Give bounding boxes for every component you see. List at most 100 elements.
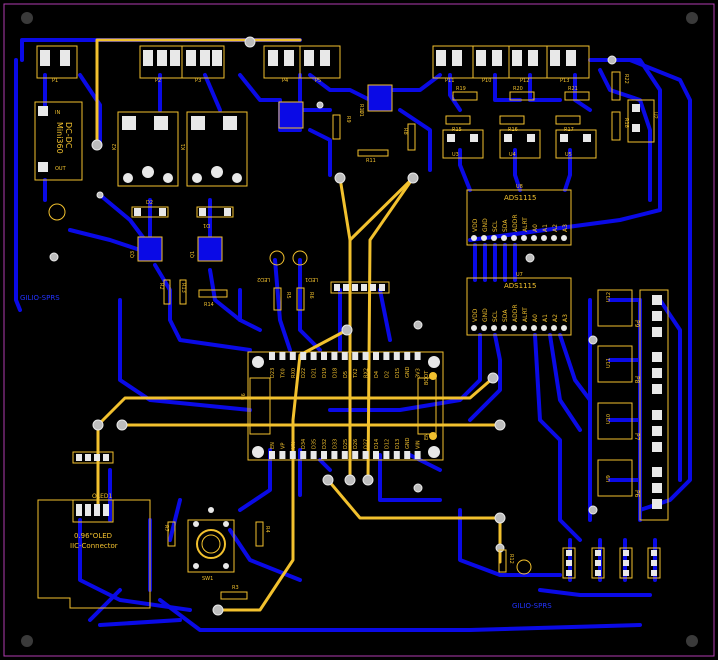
label-p2: P2 — [155, 78, 161, 84]
dcdc-title: DC-DC — [64, 122, 73, 149]
label-r19: R19 — [456, 86, 466, 92]
label-u1: U1 — [358, 110, 364, 117]
oled-line2: IIC-Connector — [70, 542, 118, 550]
esp-bottom-pin-label-12: D13 — [395, 439, 401, 449]
esp-top-pin-pad-1 — [279, 352, 286, 360]
esp-top-pin-label-14: 3V3 — [416, 368, 422, 378]
label-led2: LED2 — [257, 276, 270, 282]
label-u5: U5 — [565, 152, 572, 158]
esp-bottom-pin-pad-0 — [269, 451, 275, 459]
esp-boot-label: BOOT — [424, 370, 430, 385]
vias — [49, 36, 617, 616]
label-p8: P8 — [633, 376, 640, 384]
label-u9: U9 — [606, 475, 612, 482]
esp-bottom-pin-label-2: VN — [291, 442, 297, 449]
label-u12: U12 — [606, 292, 612, 302]
adc-top-pin-a2: A2 — [552, 224, 559, 232]
esp-bottom-pin-label-10: D14 — [374, 439, 380, 449]
esp-top-pin-label-5: D19 — [322, 368, 328, 378]
label-u10: U10 — [606, 414, 612, 424]
label-r11: R11 — [366, 158, 376, 164]
esp-bottom-pin-pad-2 — [289, 451, 296, 459]
label-r6: R6 — [308, 292, 314, 299]
label-p11: P11 — [445, 78, 454, 84]
esp-bottom-pin-label-9: D27 — [364, 439, 370, 449]
dcdc-module: IN OUT DC-DC Mini360 — [34, 101, 83, 181]
esp-en-label: EN — [424, 433, 430, 440]
esp-top-pin-label-12: D15 — [395, 368, 401, 378]
esp-bottom-pin-pad-5 — [321, 451, 327, 459]
label-p3: P3 — [195, 78, 201, 84]
esp-top-pin-label-10: D4 — [374, 371, 380, 378]
adc-bottom-pin-gnd: GND — [482, 308, 489, 322]
sensor-labels: U3 U4 U5 U2 U12 U11 U10 U9 U1 — [358, 110, 658, 482]
adc-bottom-pin-a2: A2 — [552, 314, 559, 322]
esp-bottom-pin-label-14: VIN — [416, 440, 422, 449]
esp-bottom-pin-pad-8 — [352, 451, 359, 459]
adc-bottom-pin-alrt: ALRT — [522, 307, 529, 322]
dcdc-in-label: IN — [55, 110, 60, 116]
label-r4: R4 — [264, 526, 270, 533]
adc-bottom-pin-a0: A0 — [532, 314, 539, 322]
adc-bottom-pin-a3: A3 — [562, 314, 569, 322]
label-d2: D2 — [146, 200, 153, 206]
esp-top-pin-pad-11 — [383, 352, 390, 360]
esp-top-pin-pad-7 — [341, 352, 348, 360]
oled-line1: 0.96"OLED — [74, 532, 112, 540]
esp-bottom-pin-label-8: D26 — [353, 439, 359, 449]
esp-top-pin-label-4: D21 — [312, 368, 318, 378]
label-r18: R18 — [623, 118, 629, 128]
label-u2: U2 — [652, 112, 658, 119]
label-p4: P4 — [282, 78, 288, 84]
sensor-footprints — [442, 99, 655, 497]
esp-bottom-pin-label-7: D25 — [343, 439, 349, 449]
label-u3: U3 — [452, 152, 459, 158]
board-outline — [3, 3, 715, 657]
top-copper-traces — [95, 38, 502, 612]
adc-top-pin-alrt: ALRT — [522, 217, 529, 232]
adc-bottom-pin-a1: A1 — [542, 314, 549, 322]
relay-k1: K1 — [181, 111, 248, 187]
connector-p13: P13 — [546, 45, 590, 84]
label-r10: R10 — [358, 104, 364, 114]
esp-bottom-pin-pad-1 — [279, 451, 286, 459]
esp-bottom-pin-label-13: GND — [405, 437, 411, 449]
label-r9: R9 — [345, 116, 351, 123]
label-r22: R22 — [623, 74, 629, 84]
label-p13: P13 — [560, 78, 569, 84]
esp-bottom-pin-pad-11 — [383, 451, 390, 459]
esp-bottom-pin-pad-3 — [300, 451, 307, 459]
esp-bottom-pin-pad-9 — [362, 451, 369, 459]
esp-top-pin-pad-5 — [321, 352, 327, 360]
diodes: D2 D1 — [131, 200, 234, 228]
bottom-headers — [516, 547, 661, 579]
adc-top-ref: U8 — [516, 184, 523, 190]
esp-bottom-pin-pad-4 — [310, 451, 317, 459]
esp-top-pin-pad-14 — [414, 352, 421, 360]
dcdc-ref: Mini360 — [55, 122, 64, 154]
esp-bottom-pin-pad-7 — [341, 451, 348, 459]
watermark-right: GILIO-SPRS — [512, 602, 552, 610]
esp-top-pin-pad-3 — [300, 352, 307, 360]
esp-top-pin-label-8: TX2 — [353, 368, 359, 379]
label-u11: U11 — [606, 358, 612, 368]
label-led1: LED1 — [305, 276, 318, 282]
top-connectors: P1 P2 P3 P4 P5 P11 P10 P12 P13 — [36, 45, 590, 84]
label-k2: K2 — [112, 144, 118, 150]
adc-bottom-pin-sda: SDA — [502, 309, 509, 322]
oled-ref: OLED1 — [92, 493, 112, 500]
adc-top-pin-a1: A1 — [542, 224, 549, 232]
label-r20: R20 — [513, 86, 523, 92]
label-q3: Q3 — [130, 251, 136, 258]
adc-top-pin-a0: A0 — [532, 224, 539, 232]
adc-bottom: U7 ADS1115 VDD GND SCL SDA ADDR ALRT A0 … — [466, 272, 572, 336]
esp-top-pin-label-6: D18 — [332, 368, 338, 378]
esp-top-pin-pad-0 — [269, 352, 275, 360]
adc-top: U8 ADS1115 VDD GND SCL SDA ADDR ALRT A0 … — [466, 184, 572, 246]
esp-bottom-pin-pad-12 — [393, 451, 400, 459]
label-r8: R8 — [402, 128, 408, 135]
rotary-encoder: SW1 — [187, 507, 235, 582]
esp-ref: U6 — [241, 393, 247, 400]
esp-top-pin-pad-13 — [404, 352, 411, 360]
